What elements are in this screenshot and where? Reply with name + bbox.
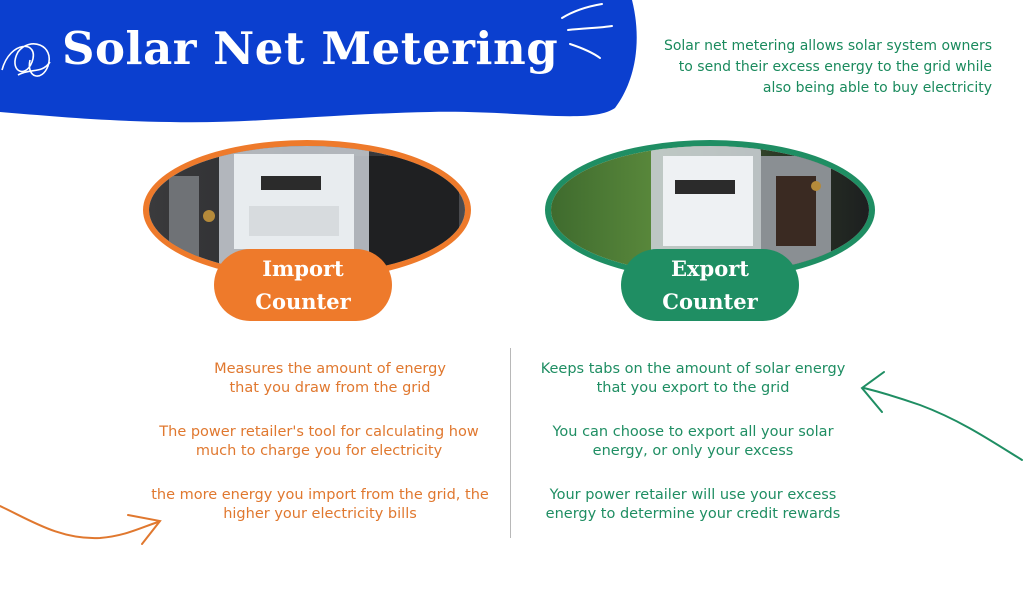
arrow-decoration-right: [860, 371, 1023, 461]
export-meter-photo: [545, 140, 875, 280]
page-title: Solar Net Metering: [62, 22, 559, 75]
export-point-1: Keeps tabs on the amount of solar energy…: [540, 361, 846, 396]
export-counter-label: Export Counter: [621, 249, 799, 321]
intro-text: Solar net metering allows solar system o…: [663, 38, 992, 96]
electricity-meter-photo: [551, 146, 869, 274]
column-divider: [510, 348, 511, 538]
export-point-3: Your power retailer will use your excess…: [545, 487, 841, 522]
import-counter-label: Import Counter: [214, 249, 392, 321]
header-banner: [0, 0, 637, 123]
import-point-1: Measures the amount of energy that you d…: [214, 361, 446, 396]
import-point-2: The power retailer's tool for calculatin…: [159, 424, 479, 459]
import-point-3: the more energy you import from the grid…: [151, 487, 489, 522]
export-point-2: You can choose to export all your solar …: [552, 424, 834, 459]
